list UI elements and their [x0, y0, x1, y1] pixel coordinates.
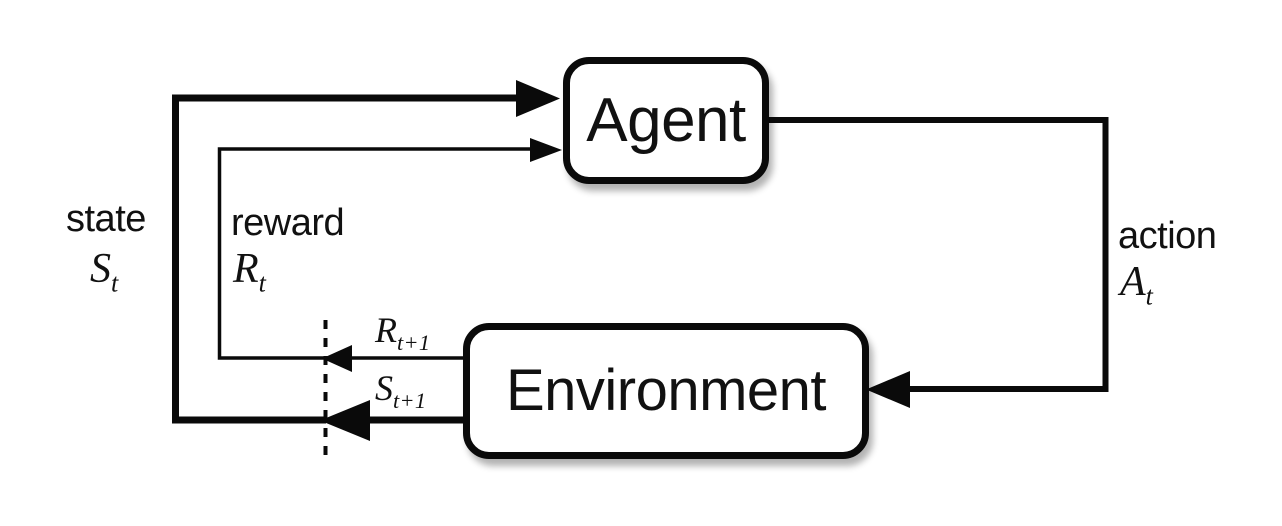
state-edge-symbol: St	[90, 248, 119, 296]
action-symbol-subscript: t	[1145, 281, 1154, 311]
reward-edge-symbol: Rt	[233, 248, 266, 296]
action-path-line	[769, 117, 1109, 392]
action-symbol-base: A	[1120, 259, 1146, 305]
reward-next-edge-symbol: Rt+1	[375, 312, 430, 355]
environment-node-label: Environment	[505, 358, 827, 423]
environment-node[interactable]: Environment	[463, 323, 869, 459]
state-symbol-subscript: t	[111, 268, 119, 298]
reward-edge-label: reward	[231, 202, 345, 244]
action-edge-symbol: At	[1120, 261, 1153, 309]
reward-path-line	[217, 147, 530, 360]
state-path-line	[172, 94, 516, 424]
state-next-arrowhead-icon	[320, 400, 370, 441]
agent-node-label: Agent	[586, 85, 746, 155]
state-arrowhead-icon	[516, 80, 560, 117]
reward-next-symbol-subscript: t+1	[397, 330, 431, 356]
reward-next-symbol-base: R	[375, 310, 397, 350]
reward-next-arrowhead-icon	[322, 345, 352, 372]
agent-node[interactable]: Agent	[563, 57, 769, 184]
reward-symbol-base: R	[233, 246, 259, 292]
action-arrowhead-icon	[866, 371, 910, 408]
state-next-symbol-subscript: t+1	[393, 388, 427, 414]
action-edge-label: action	[1118, 215, 1217, 257]
state-edge-label: state	[66, 198, 146, 240]
state-next-symbol-base: S	[375, 368, 393, 408]
state-symbol-base: S	[90, 246, 111, 292]
reward-arrowhead-icon	[530, 138, 562, 162]
reward-symbol-subscript: t	[258, 268, 267, 298]
state-next-edge-symbol: St+1	[375, 370, 426, 413]
